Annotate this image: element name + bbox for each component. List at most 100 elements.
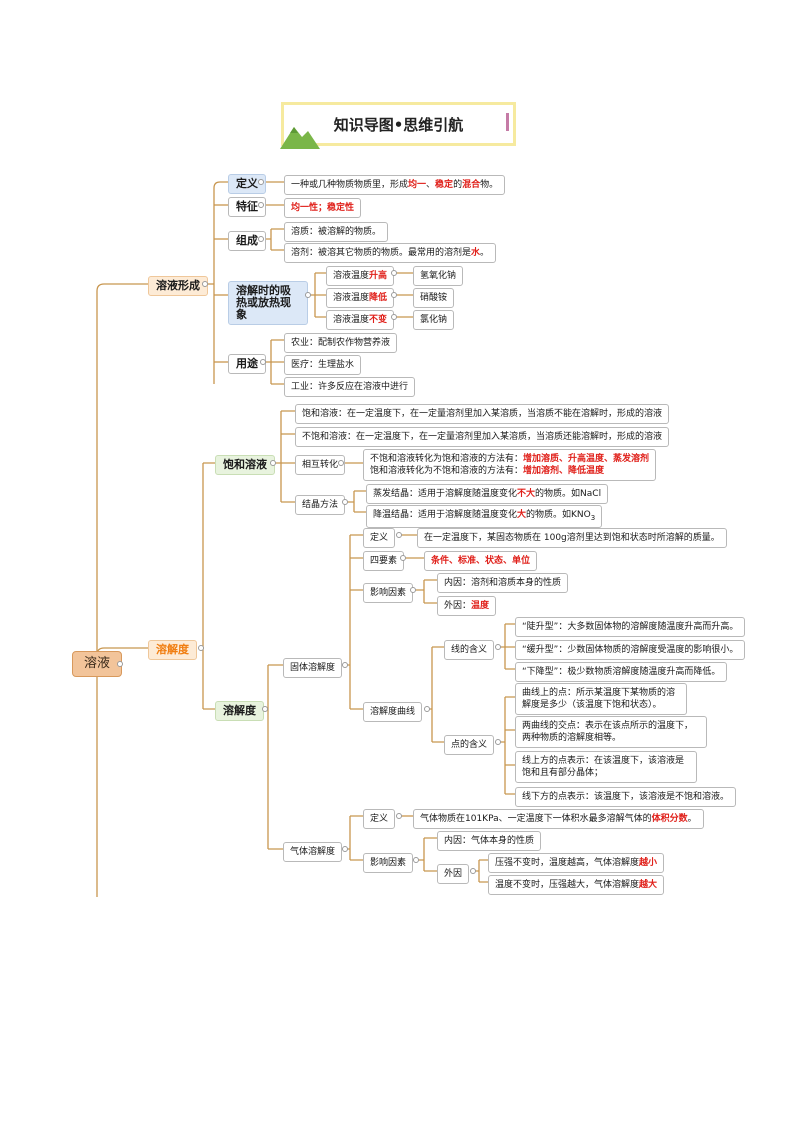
node-gas-factors[interactable]: 影响因素 — [363, 853, 414, 873]
node-conversion[interactable]: 相互转化 — [295, 455, 346, 475]
collapse-icon[interactable] — [400, 555, 406, 561]
node-label: 外因 — [444, 869, 463, 879]
text-part: 蒸发结晶：适用于溶解度随温度变化 — [373, 489, 518, 499]
collapse-icon[interactable] — [410, 587, 416, 593]
page-title: 知识导图•思维引航 — [333, 115, 464, 134]
text-part: 溶液温度 — [333, 315, 370, 325]
collapse-icon[interactable] — [198, 645, 204, 651]
cooling-crystal: 降温结晶：适用于溶解度随温度变化大的物质。如KNO3 — [366, 505, 603, 528]
text-part: 溶液温度 — [333, 293, 370, 303]
text-part: 溶液温度 — [333, 271, 370, 281]
highlight-text: 体积分数 — [651, 814, 688, 824]
collapse-icon[interactable] — [396, 813, 402, 819]
text-part: 的物质。如NaCl — [535, 489, 602, 499]
point-meaning-item: 曲线上的点：所示某温度下某物质的溶解度是多少（该温度下饱和状态）。 — [515, 683, 687, 715]
node-label: 溶解度 — [223, 704, 256, 717]
node-solid-solubility[interactable]: 固体溶解度 — [283, 658, 343, 678]
node-gas-solubility[interactable]: 气体溶解度 — [283, 842, 343, 862]
collapse-icon[interactable] — [258, 236, 264, 242]
node-feature[interactable]: 特征 — [228, 197, 266, 217]
text-part: 的 — [453, 180, 463, 190]
text-part: 外因： — [444, 601, 472, 611]
collapse-icon[interactable] — [413, 857, 419, 863]
heat-item-drop: 溶液温度降低 — [326, 288, 395, 308]
node-label: 四要素 — [370, 556, 398, 566]
node-gas-external[interactable]: 外因 — [437, 864, 470, 884]
use-item: 医疗：生理盐水 — [284, 355, 362, 375]
collapse-icon[interactable] — [391, 314, 397, 320]
heat-item-same: 溶液温度不变 — [326, 310, 395, 330]
node-label: 结晶方法 — [302, 500, 339, 510]
text-part: 溶剂：被溶其它物质的物质。最常用的溶剂是 — [291, 248, 472, 258]
highlight-text: 增加溶质、升高温度、蒸发溶剂 — [523, 454, 650, 464]
conversion-line: 饱和溶液转化为不饱和溶液的方法有：增加溶剂、降低温度 — [370, 465, 649, 477]
node-label: 特征 — [236, 200, 258, 213]
collapse-icon[interactable] — [495, 739, 501, 745]
node-heat-phenomena[interactable]: 溶解时的吸热或放热现象 — [228, 281, 308, 325]
point-meaning-item: 线上方的点表示：在该温度下，该溶液是饱和且有部分晶体； — [515, 751, 697, 783]
collapse-icon[interactable] — [117, 661, 123, 667]
node-label: 组成 — [236, 234, 258, 247]
node-gas-definition[interactable]: 定义 — [363, 809, 396, 829]
collapse-icon[interactable] — [262, 706, 268, 712]
node-solution-formation[interactable]: 溶液形成 — [148, 276, 208, 296]
heat-item-rise: 溶液温度升高 — [326, 266, 395, 286]
text-part: 气体物质在101KPa、一定温度下一体积水最多溶解气体的 — [420, 814, 652, 824]
conversion-line: 不饱和溶液转化为饱和溶液的方法有：增加溶质、升高温度、蒸发溶剂 — [370, 453, 649, 465]
node-saturated-solution[interactable]: 饱和溶液 — [215, 455, 275, 475]
gas-definition-text: 气体物质在101KPa、一定温度下一体积水最多溶解气体的体积分数。 — [413, 809, 704, 829]
collapse-icon[interactable] — [258, 179, 264, 185]
node-four-elements[interactable]: 四要素 — [363, 551, 405, 571]
node-label: 溶液形成 — [156, 279, 200, 292]
solvent-text: 溶剂：被溶其它物质的物质。最常用的溶剂是水。 — [284, 243, 497, 263]
collapse-icon[interactable] — [305, 292, 311, 298]
definition-text: 一种或几种物质物质里，形成均一、稳定的混合物。 — [284, 175, 506, 195]
highlight-text: 越小 — [639, 858, 658, 868]
root-node[interactable]: 溶液 — [72, 651, 123, 677]
node-label: 溶解度曲线 — [370, 707, 416, 717]
node-solubility-sub[interactable]: 溶解度 — [215, 701, 264, 721]
feature-text: 均一性；稳定性 — [284, 198, 362, 218]
collapse-icon[interactable] — [260, 359, 266, 365]
collapse-icon[interactable] — [391, 270, 397, 276]
highlight-text: 温度 — [471, 601, 490, 611]
node-solid-definition[interactable]: 定义 — [363, 528, 396, 548]
collapse-icon[interactable] — [470, 868, 476, 874]
collapse-icon[interactable] — [391, 292, 397, 298]
highlight-text: 降低 — [369, 293, 388, 303]
node-label: 溶解时的吸热或放热现象 — [236, 284, 291, 321]
node-solubility-curve[interactable]: 溶解度曲线 — [363, 702, 423, 722]
node-label: 影响因素 — [370, 858, 407, 868]
node-crystallization[interactable]: 结晶方法 — [295, 495, 346, 515]
line-meaning-item: “陡升型”：大多数固体物的溶解度随温度升高而升高。 — [515, 617, 746, 637]
highlight-text: 升高 — [369, 271, 388, 281]
text-part: 降温结晶：适用于溶解度随温度变化 — [373, 510, 518, 520]
text-part: 饱和溶液转化为不饱和溶液的方法有： — [370, 466, 524, 476]
collapse-icon[interactable] — [495, 644, 501, 650]
four-elements-text: 条件、标准、状态、单位 — [424, 551, 538, 571]
collapse-icon[interactable] — [342, 499, 348, 505]
node-solubility[interactable]: 溶解度 — [148, 640, 197, 660]
collapse-icon[interactable] — [424, 706, 430, 712]
node-solid-factors[interactable]: 影响因素 — [363, 583, 414, 603]
collapse-icon[interactable] — [202, 281, 208, 287]
highlight-text: 越大 — [639, 880, 658, 890]
text-part: 压强不变时，温度越高，气体溶解度 — [495, 858, 640, 868]
collapse-icon[interactable] — [396, 532, 402, 538]
highlight-text: 水 — [471, 248, 481, 258]
collapse-icon[interactable] — [338, 460, 344, 466]
node-definition[interactable]: 定义 — [228, 174, 266, 194]
node-label: 用途 — [236, 357, 258, 370]
node-point-meaning[interactable]: 点的含义 — [444, 735, 495, 755]
text-part: 温度不变时，压强越大，气体溶解度 — [495, 880, 640, 890]
node-composition[interactable]: 组成 — [228, 231, 266, 251]
collapse-icon[interactable] — [270, 460, 276, 466]
collapse-icon[interactable] — [342, 662, 348, 668]
node-uses[interactable]: 用途 — [228, 354, 266, 374]
text-part: 的物质。如KNO — [526, 510, 591, 520]
collapse-icon[interactable] — [342, 846, 348, 852]
collapse-icon[interactable] — [258, 202, 264, 208]
node-label: 定义 — [236, 177, 258, 190]
line-meaning-item: “下降型”：极少数物质溶解度随温度升高而降低。 — [515, 662, 728, 682]
node-line-meaning[interactable]: 线的含义 — [444, 640, 495, 660]
